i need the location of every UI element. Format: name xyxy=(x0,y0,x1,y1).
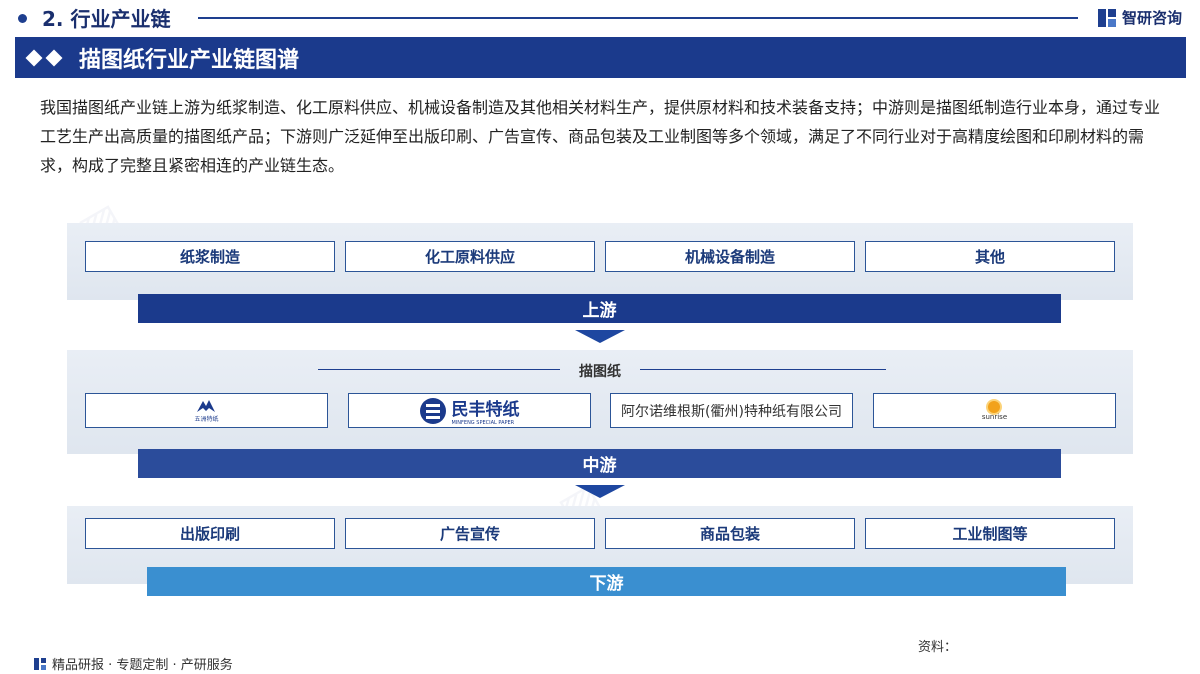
section-title: 2. 行业产业链 xyxy=(42,7,171,31)
diamond-icon xyxy=(25,49,63,66)
upstream-item: 其他 xyxy=(865,241,1115,272)
footer-tagline-group: 精品研报 · 专题定制 · 产研服务 xyxy=(34,654,233,673)
section-bullet xyxy=(18,14,27,23)
page-title: 描图纸行业产业链图谱 xyxy=(79,47,300,73)
page-title-bar: 描图纸行业产业链图谱 xyxy=(15,37,1186,78)
down-arrow-icon xyxy=(575,485,625,498)
brand-name: 智研咨询 xyxy=(1122,9,1183,27)
down-arrow-icon xyxy=(575,330,625,343)
company-logo-sunrise: sunrise xyxy=(873,393,1116,428)
upstream-item: 化工原料供应 xyxy=(345,241,595,272)
downstream-band: 下游 xyxy=(147,567,1066,596)
divider xyxy=(318,369,560,370)
midstream-band: 中游 xyxy=(138,449,1061,478)
company-name: 阿尔诺维根斯(衢州)特种纸有限公司 xyxy=(621,403,842,420)
downstream-item: 工业制图等 xyxy=(865,518,1115,549)
midstream-product: 描图纸 xyxy=(579,364,621,380)
minfeng-name: 民丰特纸 xyxy=(451,400,520,420)
logo-caption: 五洲特纸 xyxy=(194,416,219,423)
divider xyxy=(640,369,886,370)
brand-icon xyxy=(1098,8,1116,27)
intro-paragraph: 我国描图纸产业链上游为纸浆制造、化工原料供应、机械设备制造及其他相关材料生产，提… xyxy=(40,98,1161,175)
brand-logo: 智研咨询 xyxy=(1098,7,1182,28)
dragon-logo-icon xyxy=(197,400,216,412)
sun-icon xyxy=(988,400,1001,413)
footer-tagline: 精品研报 · 专题定制 · 产研服务 xyxy=(52,658,233,673)
minfeng-subtitle: MINFENG SPECIAL PAPER xyxy=(451,420,515,426)
company-logo-minfeng: 民丰特纸 MINFENG SPECIAL PAPER xyxy=(348,393,591,428)
brand-icon xyxy=(34,657,46,670)
company-logo-wuzhou: 五洲特纸 xyxy=(85,393,328,428)
company-name-box: 阿尔诺维根斯(衢州)特种纸有限公司 xyxy=(610,393,853,428)
sunrise-label: sunrise xyxy=(981,412,1008,421)
downstream-item: 商品包装 xyxy=(605,518,855,549)
upstream-item: 机械设备制造 xyxy=(605,241,855,272)
header-rule xyxy=(198,17,1078,19)
downstream-item: 出版印刷 xyxy=(85,518,335,549)
upstream-item: 纸浆制造 xyxy=(85,241,335,272)
upstream-band: 上游 xyxy=(138,294,1061,323)
source-label: 资料： xyxy=(918,640,958,655)
downstream-item: 广告宣传 xyxy=(345,518,595,549)
minfeng-logo-icon xyxy=(419,397,446,424)
